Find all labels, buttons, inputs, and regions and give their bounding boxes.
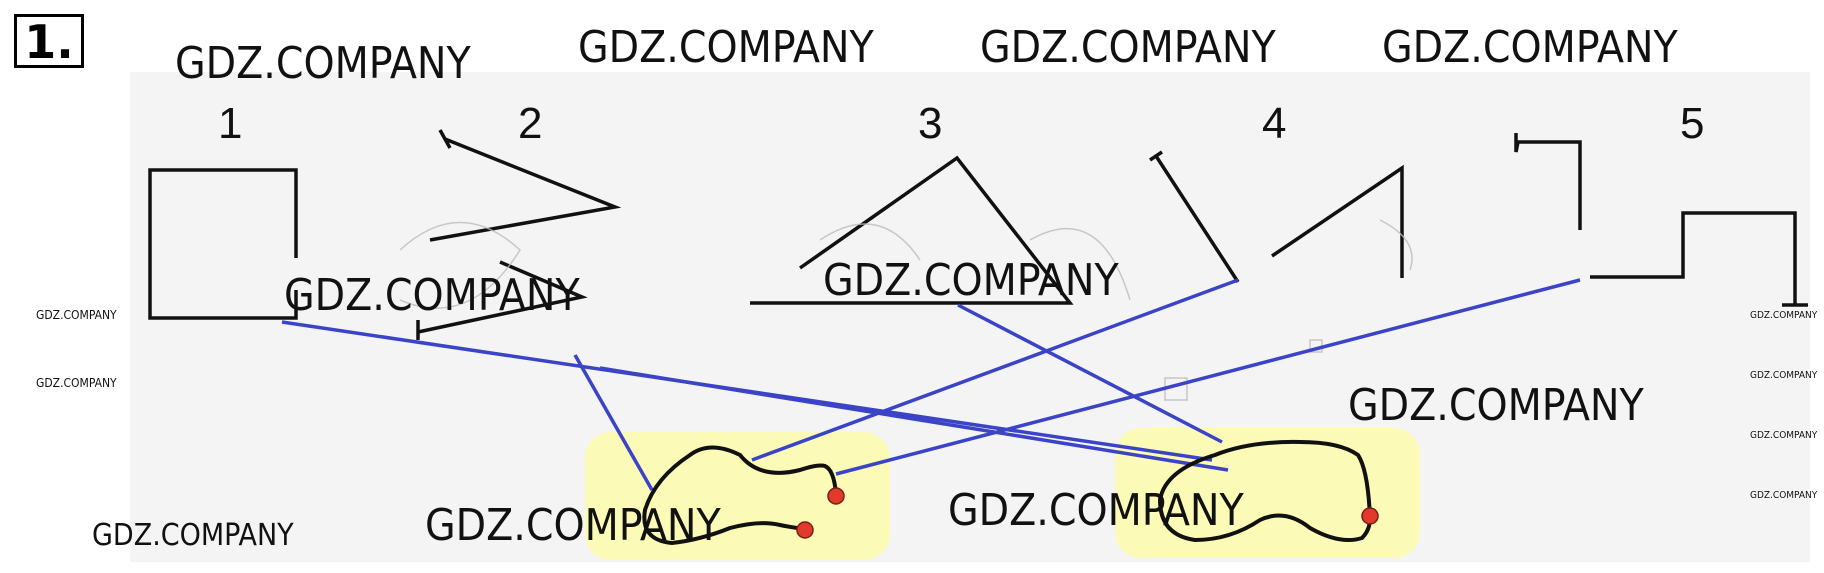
figure-label-5: 5 xyxy=(1680,99,1704,148)
task-number: 1. xyxy=(24,15,74,69)
figure-4-v-shape xyxy=(1149,150,1404,283)
watermark: GDZ.COMPANY xyxy=(948,485,1245,536)
figure-3-triangle xyxy=(750,155,1074,305)
curve-right xyxy=(1157,439,1372,543)
watermark-small: GDZ.COMPANY xyxy=(1750,430,1818,441)
watermark: GDZ.COMPANY xyxy=(175,38,472,89)
connector-6 xyxy=(835,278,1581,476)
watermark-small: GDZ.COMPANY xyxy=(36,308,117,322)
connector-5 xyxy=(751,278,1239,462)
watermark-small: GDZ.COMPANY xyxy=(1750,310,1818,321)
yellow-region-right xyxy=(1115,428,1420,558)
watermark: GDZ.COMPANY xyxy=(578,22,875,73)
connector-3 xyxy=(599,366,1229,472)
connector-lines xyxy=(281,278,1581,491)
figure-label-4: 4 xyxy=(1262,99,1286,148)
figure-panel xyxy=(130,72,1810,562)
endpoint-dot-2 xyxy=(796,521,814,539)
figure-5-step-shape xyxy=(1514,133,1808,307)
figure-label-1: 1 xyxy=(218,99,242,148)
yellow-region-left xyxy=(585,432,890,560)
connector-2 xyxy=(573,354,654,491)
figure-label-2: 2 xyxy=(518,99,542,148)
watermark: GDZ.COMPANY xyxy=(1348,380,1645,431)
watermark: GDZ.COMPANY xyxy=(425,500,722,551)
faint-erasure-marks xyxy=(399,219,1413,401)
watermark: GDZ.COMPANY xyxy=(1382,22,1679,73)
endpoint-dot-1 xyxy=(827,487,845,505)
watermark: GDZ.COMPANY xyxy=(823,255,1120,306)
curve-left xyxy=(642,445,838,546)
task-number-box: 1. xyxy=(14,14,84,68)
watermark-small: GDZ.COMPANY xyxy=(1750,370,1818,381)
figure-label-3: 3 xyxy=(918,99,942,148)
watermark: GDZ.COMPANY xyxy=(92,518,294,553)
watermark: GDZ.COMPANY xyxy=(980,22,1277,73)
watermark-small: GDZ.COMPANY xyxy=(36,376,117,390)
figure-2-zigzag xyxy=(416,129,622,340)
watermark: GDZ.COMPANY xyxy=(284,270,581,321)
endpoint-dot-3 xyxy=(1361,507,1379,525)
figure-1-square xyxy=(148,168,298,320)
watermark-small: GDZ.COMPANY xyxy=(1750,490,1818,501)
connector-4 xyxy=(957,303,1223,444)
